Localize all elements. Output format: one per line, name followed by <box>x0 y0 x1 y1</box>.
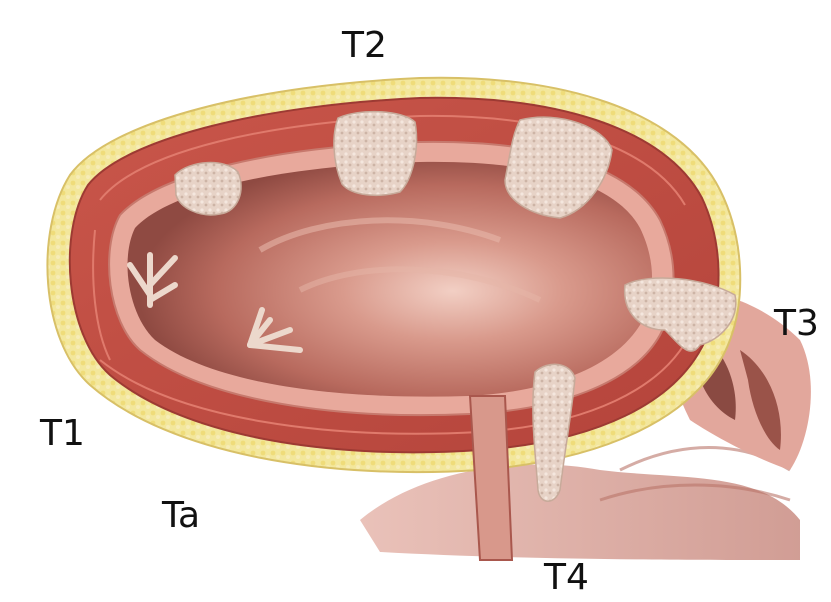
label-t2: T2 <box>342 28 387 64</box>
label-ta: Ta <box>162 498 200 534</box>
label-t1: T1 <box>40 416 85 452</box>
label-t3: T3 <box>774 306 819 342</box>
t1-tumor <box>175 163 241 215</box>
label-t4: T4 <box>544 560 589 596</box>
